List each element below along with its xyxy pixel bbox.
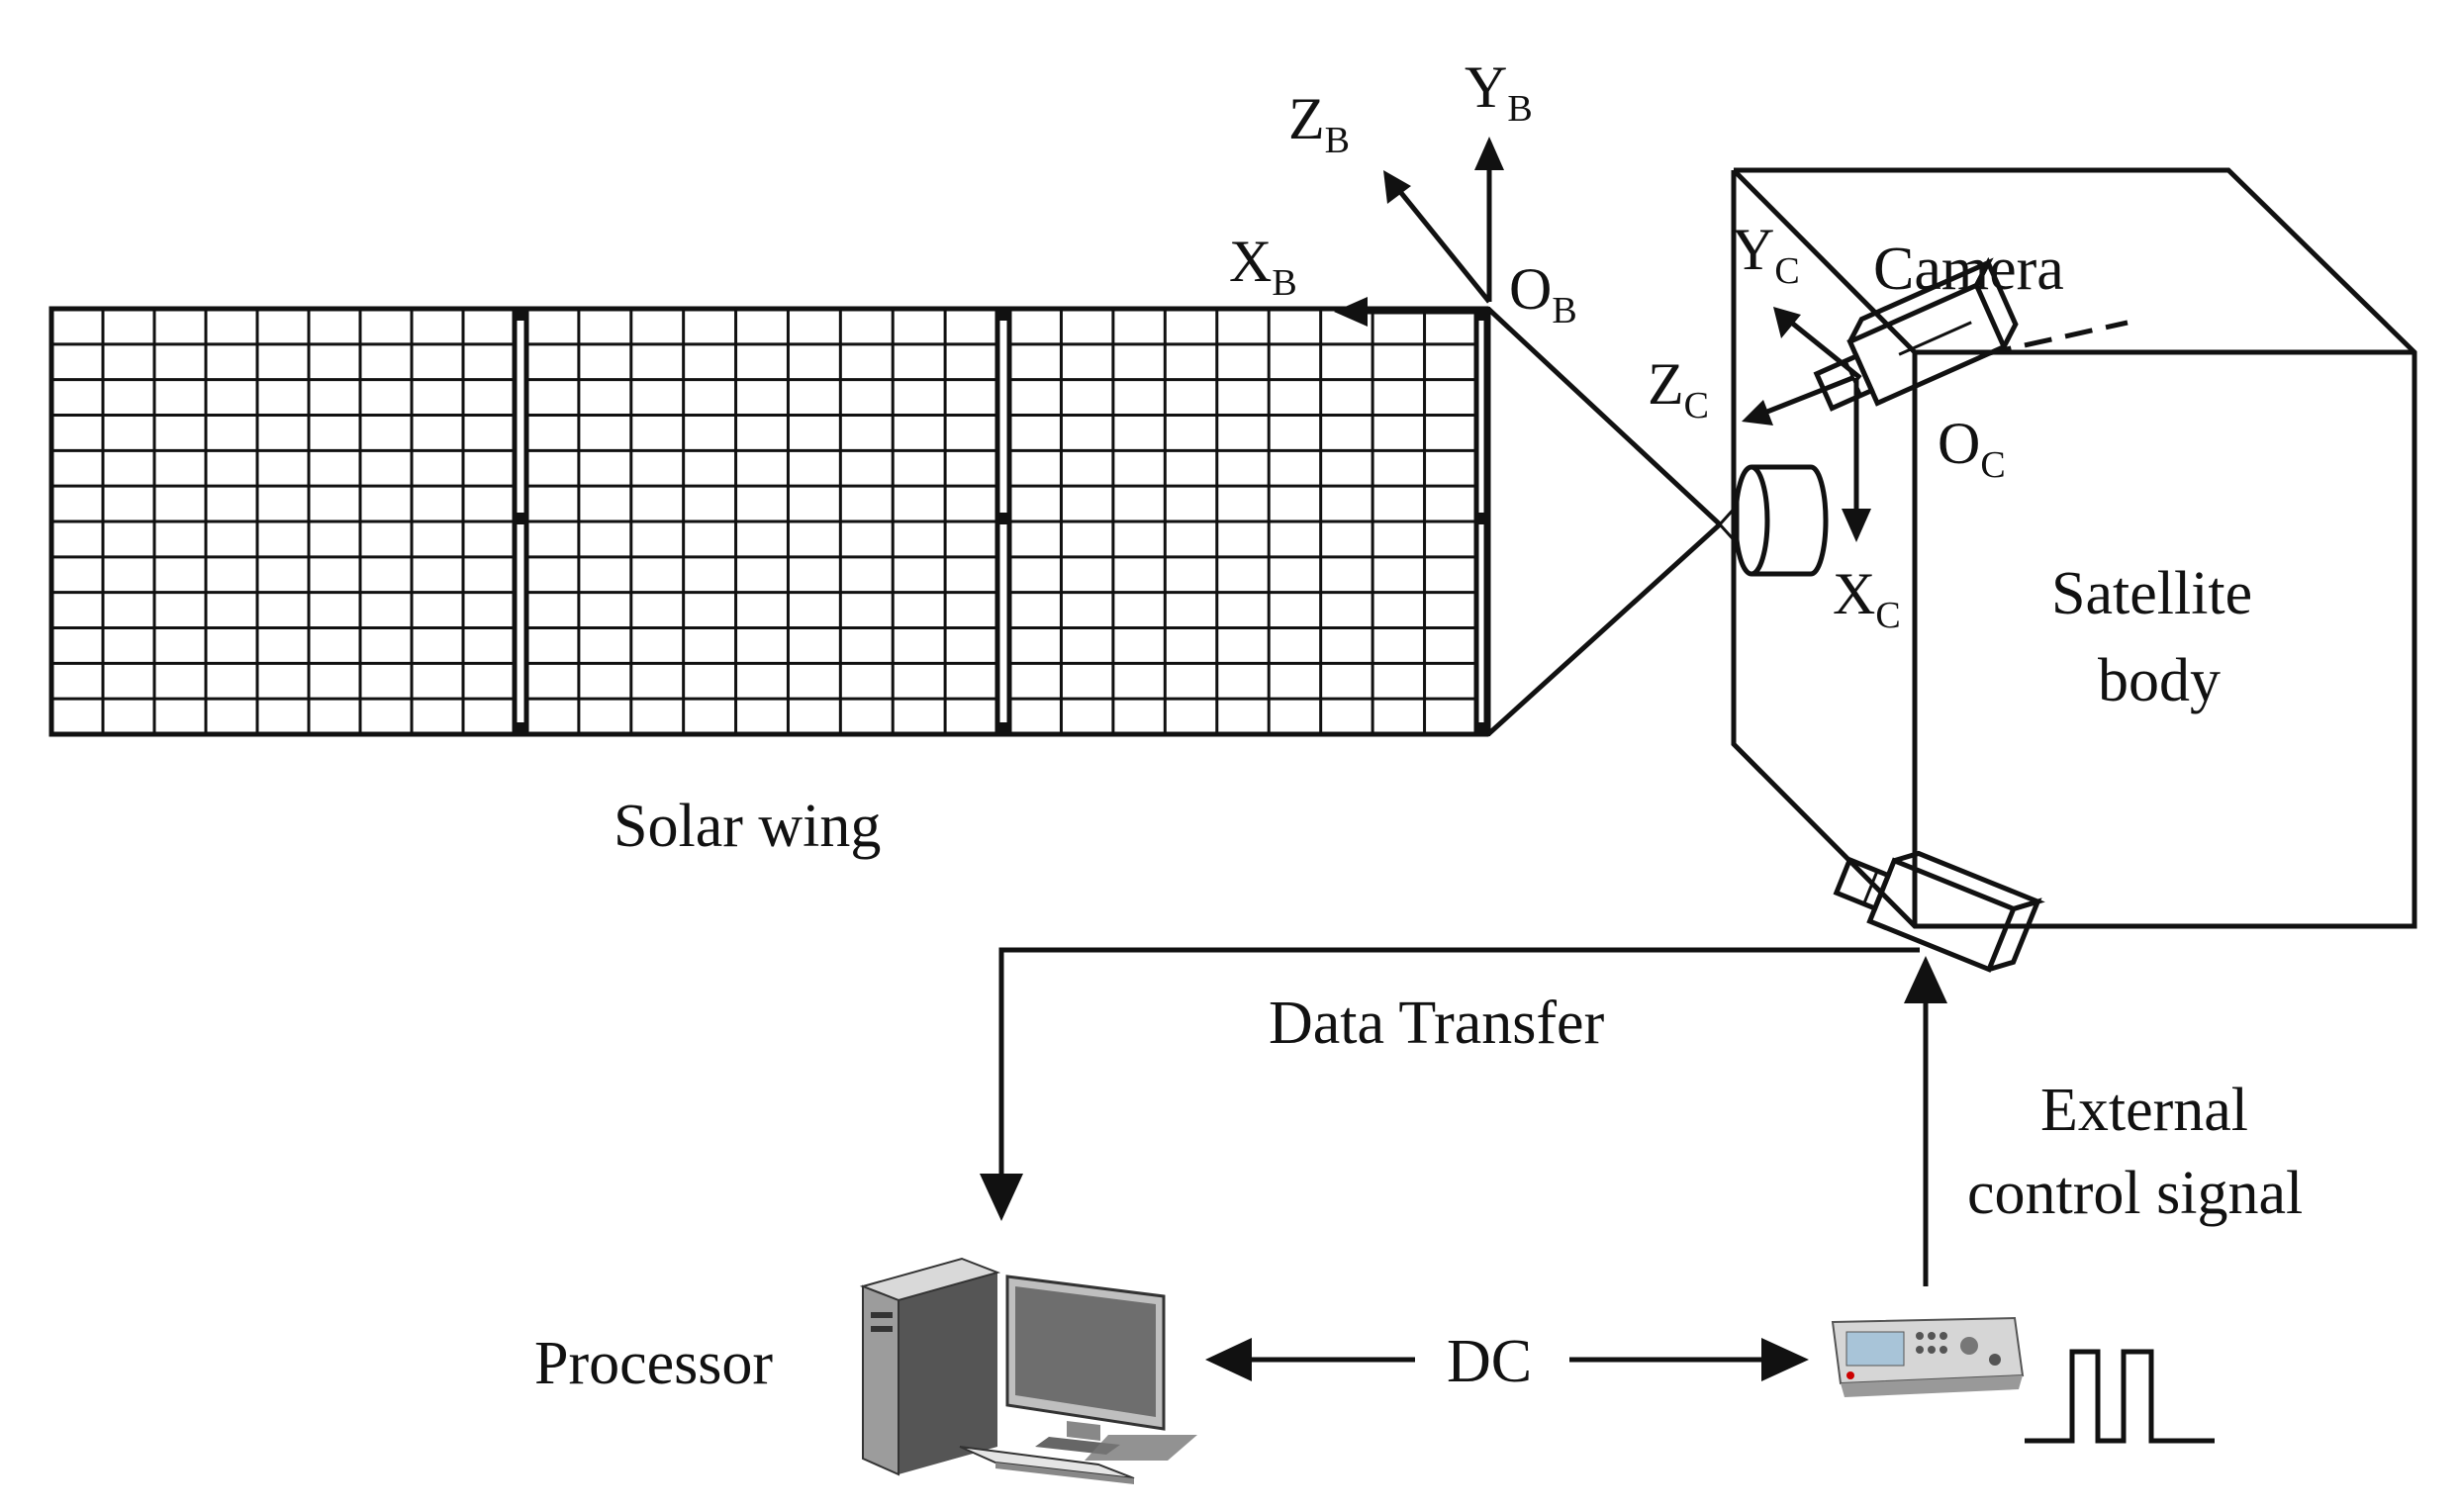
axis-label-xb: XB: [1229, 229, 1297, 304]
signal-generator-icon: [1831, 1316, 2025, 1397]
square-wave-icon: [2025, 1349, 2215, 1444]
solar-grid: [51, 309, 1476, 734]
data-transfer-arrow: [980, 947, 1920, 1221]
external-control-label-line2: control signal: [1967, 1160, 2303, 1227]
axis-label-xc: XC: [1833, 561, 1901, 636]
external-control-arrow: [1904, 956, 1947, 1286]
external-control-label-line1: External: [2040, 1077, 2248, 1144]
solar-panel-icon: [48, 306, 1722, 737]
computer-icon: [859, 1257, 1197, 1484]
axis-label-yc: YC: [1732, 217, 1800, 292]
satellite-body-label-line1: Satellite: [2051, 560, 2252, 627]
body-frame-axes: [1334, 137, 1504, 327]
dc-label: DC: [1447, 1328, 1532, 1395]
satellite-body-label-line2: body: [2098, 647, 2221, 714]
camera-frame-axes: [1742, 307, 1871, 542]
axis-label-zc: ZC: [1648, 351, 1709, 426]
camera-icon: [1813, 256, 2019, 412]
dc-link-arrow: [1205, 1338, 1809, 1381]
axis-label-zb: ZB: [1288, 86, 1350, 161]
camera-icon: [1833, 850, 2045, 973]
axis-label-oc: OC: [1938, 411, 2006, 486]
axis-label-ob: OB: [1509, 256, 1577, 331]
axis-label-yb: YB: [1465, 54, 1533, 130]
solar-wing-label: Solar wing: [614, 793, 881, 860]
satellite-body-icon: [1718, 167, 2417, 929]
camera-label: Camera: [1873, 236, 2064, 303]
processor-label: Processor: [534, 1330, 773, 1397]
data-transfer-label: Data Transfer: [1269, 990, 1605, 1057]
